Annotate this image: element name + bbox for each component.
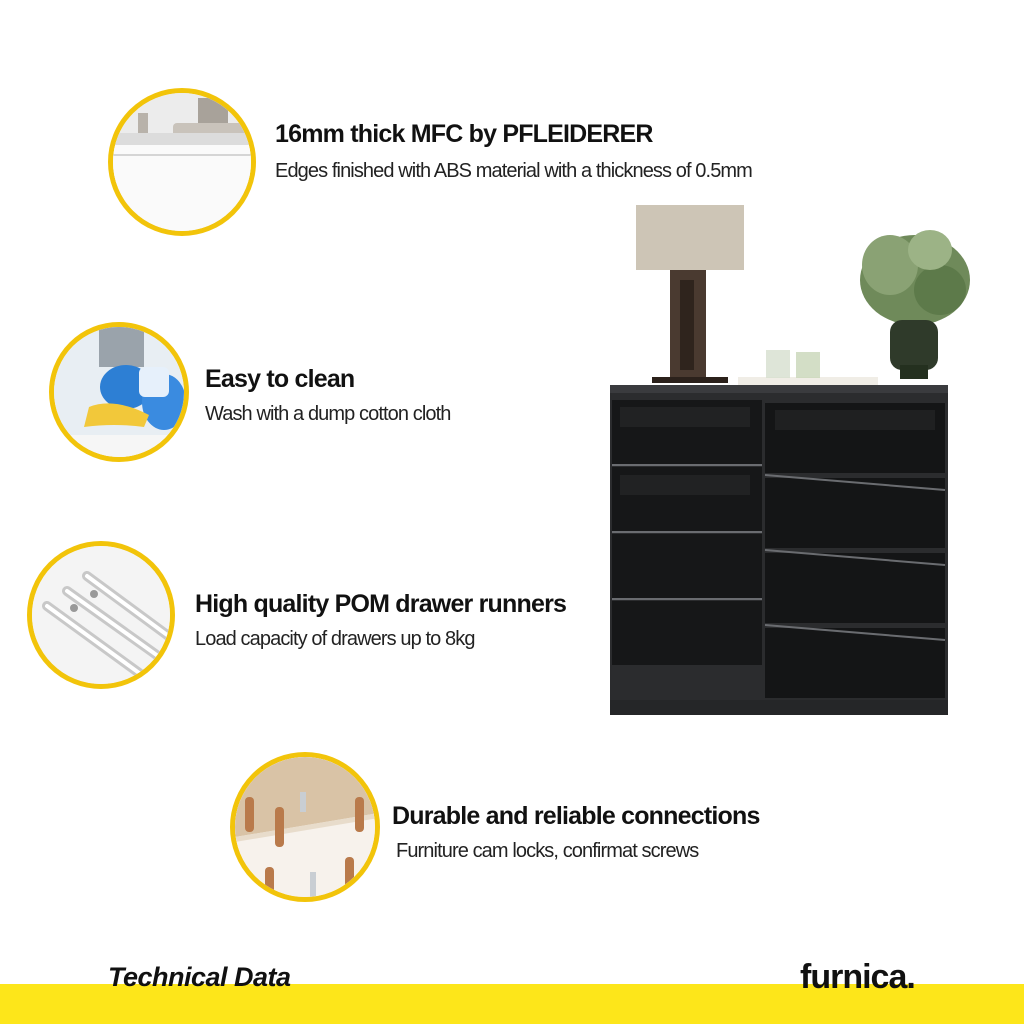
table-lamp (636, 205, 744, 383)
feature-desc-connections: Furniture cam locks, confirmat screws (396, 840, 699, 862)
mfc-board-edge-photo (108, 88, 256, 236)
wooden-dowels-photo (230, 752, 380, 902)
potted-plant (860, 230, 970, 379)
technical-data-label: Technical Data (108, 962, 291, 992)
feature-desc-mfc: Edges finished with ABS material with a … (275, 160, 753, 182)
feature-title-connections: Durable and reliable connections (392, 802, 760, 830)
feature-desc-runners: Load capacity of drawers up to 8kg (195, 628, 475, 650)
drawer-fronts-left (612, 400, 762, 665)
feature-title-runners: High quality POM drawer runners (195, 590, 567, 618)
feature-title-mfc: 16mm thick MFC by PFLEIDERER (275, 120, 653, 148)
feature-title-clean: Easy to clean (205, 365, 355, 393)
drawer-runners-photo (27, 541, 175, 689)
drawer-fronts-right (764, 403, 946, 698)
cleaning-gloves-photo (49, 322, 189, 462)
books-and-glasses (738, 350, 878, 387)
chest-of-drawers-image (600, 195, 980, 760)
feature-desc-clean: Wash with a dump cotton cloth (205, 403, 451, 425)
furnica-logo: furnica. (800, 958, 916, 996)
footer-bar (0, 984, 1024, 1024)
